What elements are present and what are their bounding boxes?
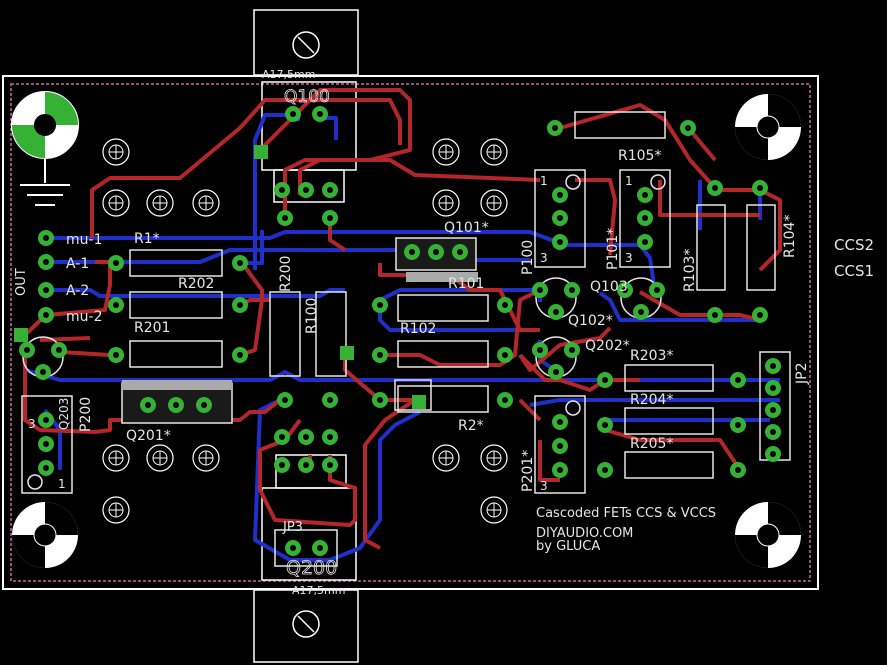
label-q203: Q203 — [57, 398, 71, 430]
mount-hole-bottom-right — [735, 502, 801, 568]
label-r203: R203* — [630, 348, 673, 364]
label-r1: R1* — [134, 231, 160, 247]
pin-label-p200-3: 3 — [28, 417, 36, 431]
label-q100: Q100 — [284, 87, 330, 107]
pin-label-p101-1: 1 — [625, 174, 633, 188]
label-r102: R102 — [400, 321, 436, 337]
label-p201: P201* — [520, 450, 536, 492]
heatsink-bottom — [253, 454, 359, 663]
label-r204: R204* — [630, 392, 673, 408]
label-r205: R205* — [630, 436, 673, 452]
label-r101: R101 — [448, 276, 484, 292]
credit-line-3: by GLUCA — [536, 539, 600, 554]
label-out: OUT — [14, 268, 29, 296]
pin-label-p200-1: 1 — [58, 477, 66, 491]
label-jp3: JP3 — [282, 520, 303, 535]
label-r202: R202 — [178, 276, 214, 292]
pin-label-p100-3: 3 — [540, 251, 548, 265]
mount-hole-top-right — [735, 94, 801, 160]
label-q202: Q202* — [585, 338, 630, 354]
label-p101: P101* — [605, 228, 621, 270]
label-r104: R104* — [782, 215, 798, 258]
silkscreen-components — [21, 111, 791, 567]
label-mu2: mu-2 — [66, 309, 102, 325]
pin-label-p101-3: 3 — [625, 251, 633, 265]
label-r201: R201 — [134, 320, 170, 336]
label-heatsink-top: A17,5mm — [262, 68, 315, 81]
label-a2: A-2 — [66, 283, 89, 299]
pin-label-p100-1: 1 — [540, 174, 548, 188]
side-label-ccs1: CCS1 — [834, 262, 874, 280]
label-p200: P200 — [78, 397, 94, 432]
label-r105: R105* — [618, 148, 661, 164]
label-r2: R2* — [458, 418, 484, 434]
label-q200: Q200 — [286, 557, 337, 579]
mount-hole-bottom-left — [12, 502, 78, 568]
dimension-frame — [10, 83, 811, 582]
label-q101: Q101* — [444, 220, 489, 236]
side-label-ccs2: CCS2 — [834, 236, 874, 254]
bottom-copper-traces — [24, 113, 780, 562]
label-q102: Q102* — [568, 313, 613, 329]
pin-label-p201-3: 3 — [540, 479, 548, 493]
square-vias — [14, 145, 426, 409]
label-mu1: mu-1 — [66, 232, 102, 248]
label-r200: R200 — [278, 256, 294, 292]
label-r103: R103* — [682, 249, 698, 292]
board-outline — [2, 75, 819, 590]
label-heatsink-bottom: A17,5mm — [292, 584, 345, 597]
credit-line-1: Cascoded FETs CCS & VCCS — [536, 506, 716, 521]
label-p100: P100 — [520, 240, 536, 275]
credit-line-2: DIYAUDIO.COM — [536, 526, 633, 541]
label-q103: Q103 — [590, 279, 628, 295]
label-r100: R100 — [304, 298, 320, 334]
label-a1: A-1 — [66, 256, 89, 272]
label-q201: Q201* — [126, 428, 171, 444]
ground-symbol — [11, 91, 79, 206]
label-jp2: JP2 — [794, 363, 810, 385]
